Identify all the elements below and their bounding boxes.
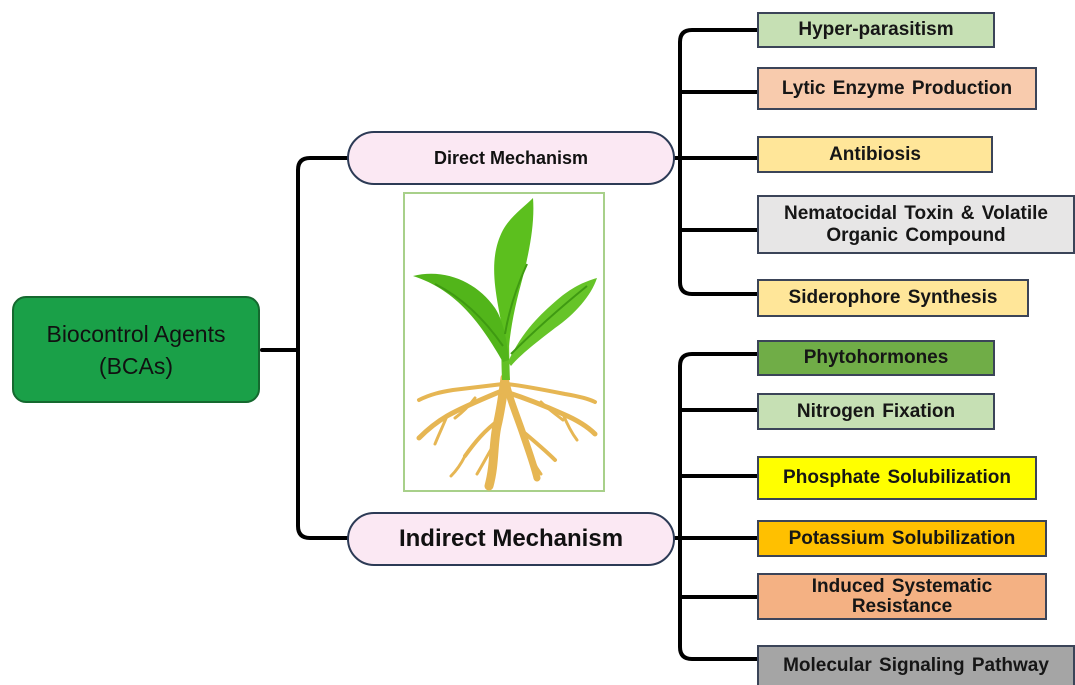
root-to-mechanisms-line: [296, 156, 351, 540]
plant-with-roots-icon: [413, 198, 598, 491]
leaf-lytic-enzyme-production: Lytic Enzyme Production: [757, 67, 1037, 110]
leaf-induced-systematic-resistance: Induced Systematic Resistance: [757, 573, 1047, 620]
direct-mechanism-node: Direct Mechanism: [347, 131, 675, 185]
direct-mechanism-label: Direct Mechanism: [433, 147, 589, 168]
root-node-biocontrol-agents: Biocontrol Agents (BCAs): [12, 296, 260, 403]
root-label: Biocontrol Agents (BCAs): [46, 320, 226, 379]
leaf-antibiosis: Antibiosis: [757, 136, 993, 173]
leaf-label: Nitrogen Fixation: [796, 400, 956, 422]
leaf-label: Potassium Solubilization: [788, 527, 1016, 549]
leaf-nematocidal-toxin: Nematocidal Toxin & Volatile Organic Com…: [757, 195, 1075, 254]
direct-spine-line: [678, 28, 759, 296]
leaf-label: Molecular Signaling Pathway: [783, 655, 1049, 676]
indirect-spine-line: [678, 352, 759, 661]
leaf-potassium-solubilization: Potassium Solubilization: [757, 520, 1047, 557]
leaf-phosphate-solubilization: Phosphate Solubilization: [757, 456, 1037, 500]
leaf-label: Phosphate Solubilization: [783, 467, 1011, 488]
plant-illustration-frame: [403, 192, 605, 492]
leaf-label: Induced Systematic Resistance: [811, 575, 993, 617]
leaf-siderophore-synthesis: Siderophore Synthesis: [757, 279, 1029, 317]
indirect-mechanism-label: Indirect Mechanism: [398, 525, 624, 552]
leaf-label: Hyper-parasitism: [798, 19, 954, 40]
leaf-molecular-signaling-pathway: Molecular Signaling Pathway: [757, 645, 1075, 685]
roots: [416, 373, 598, 491]
leaf-hyper-parasitism: Hyper-parasitism: [757, 12, 995, 48]
leaf-phytohormones: Phytohormones: [757, 340, 995, 376]
indirect-mechanism-node: Indirect Mechanism: [347, 512, 675, 566]
leaf-label: Phytohormones: [803, 347, 949, 368]
leaf-label: Siderophore Synthesis: [788, 287, 998, 308]
leaf-label: Lytic Enzyme Production: [781, 77, 1013, 99]
leaf-nitrogen-fixation: Nitrogen Fixation: [757, 393, 995, 430]
leaves: [413, 198, 597, 380]
leaf-label: Antibiosis: [829, 143, 921, 165]
leaf-label: Nematocidal Toxin & Volatile Organic Com…: [784, 202, 1048, 246]
